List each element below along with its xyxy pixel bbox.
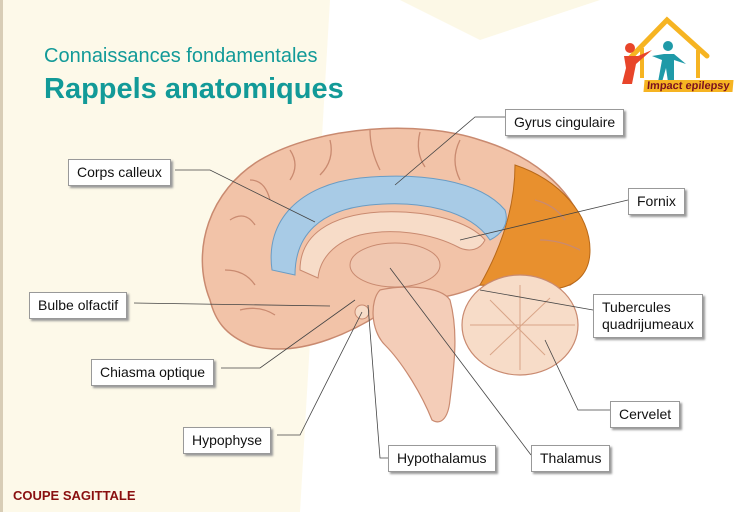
label-corps-calleux: Corps calleux [68, 159, 171, 186]
label-fornix: Fornix [628, 188, 685, 215]
caption-coupe-sagittale: COUPE SAGITTALE [13, 488, 136, 503]
label-tubercules-quadrijumeaux: Tubercules quadrijumeaux [593, 294, 703, 338]
corpus-callosum [299, 211, 486, 279]
cerebellum-folia [470, 285, 575, 370]
label-tubercules-line2: quadrijumeaux [602, 316, 694, 332]
brainstem [372, 286, 456, 423]
cingulate-gyrus [270, 175, 507, 276]
label-bulbe-olfactif: Bulbe olfactif [29, 292, 128, 319]
impact-epilepsy-logo [622, 16, 710, 84]
thalamus-region [349, 242, 441, 288]
subtitle: Connaissances fondamentales [44, 45, 318, 67]
label-cervelet: Cervelet [610, 401, 681, 428]
label-gyrus-cingulaire: Gyrus cingulaire [505, 109, 625, 136]
label-thalamus: Thalamus [531, 445, 611, 472]
page-title: Rappels anatomiques [44, 73, 344, 105]
occipital-lobe [479, 164, 591, 289]
gyri-lines [224, 129, 581, 316]
leader-lines [133, 116, 629, 459]
label-hypophyse: Hypophyse [183, 427, 272, 454]
label-chiasma-optique: Chiasma optique [91, 359, 215, 386]
label-tubercules-line1: Tubercules [602, 299, 671, 315]
label-hypothalamus: Hypothalamus [388, 445, 496, 472]
